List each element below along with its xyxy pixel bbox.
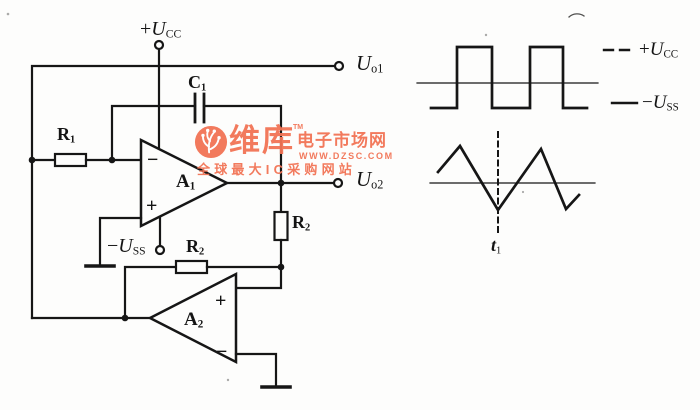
square-waveform (429, 45, 589, 110)
scan-specks (6, 12, 525, 382)
r2-vertical-label: R2 (292, 212, 311, 234)
resistor-r2-horizontal-body (174, 259, 209, 275)
opamp-a2-triangle (147, 271, 238, 365)
resistor-r2-vertical-body (273, 210, 289, 242)
resistor-r1-body (53, 152, 88, 168)
wire-c1-right (202, 104, 283, 185)
a2-noninverting-sign: + (215, 290, 227, 312)
a1-label: A1 (176, 171, 196, 193)
wire-feedback-top (30, 64, 336, 320)
a1-inverting-sign: − (147, 149, 159, 171)
vss-label: −USS (107, 235, 146, 258)
opamp-a1-triangle (139, 137, 230, 229)
r1-label: R1 (57, 124, 76, 146)
legend-uss-label: −USS (642, 92, 679, 114)
terminal-vcc (153, 39, 165, 51)
t1-label: t1 (491, 235, 502, 257)
c1-label: C1 (188, 72, 207, 94)
a1-noninverting-sign: + (146, 195, 158, 217)
terminal-uo2 (332, 177, 344, 189)
a2-label: A2 (184, 309, 204, 331)
triangle-waveform (436, 143, 581, 213)
legend-ucc-label: +UCC (639, 39, 679, 61)
uo1-label: Uo1 (356, 51, 384, 76)
terminal-uo1 (333, 60, 345, 72)
junction-dots (28, 156, 285, 322)
vcc-label: +UCC (140, 18, 182, 41)
wire-a2-minus-ground (234, 352, 278, 387)
wire-r2h-left (123, 265, 178, 320)
terminal-vss (154, 244, 166, 256)
scan-artifact-mark (568, 13, 585, 18)
wire-a1-plus-ground (98, 216, 143, 268)
a2-inverting-sign: − (216, 341, 228, 363)
wire-a2-plus-input (234, 265, 283, 290)
wire-c1-left (110, 104, 197, 162)
r2-horizontal-label: R2 (186, 236, 205, 258)
uo2-label: Uo2 (356, 167, 384, 192)
